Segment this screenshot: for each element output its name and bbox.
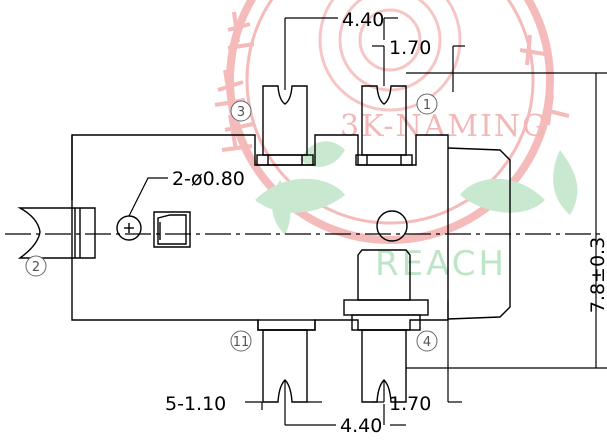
pin-3 [256, 85, 314, 166]
locating-circle [376, 210, 408, 242]
pin-11 [257, 319, 316, 403]
watermark-spiral-ring-3 [358, 8, 422, 72]
dim-bottom-pin-width-right-label: 1.70 [389, 393, 431, 415]
dimension-lines [128, 17, 607, 426]
mounting-hole [116, 215, 142, 241]
dim-hole-label: 2-ø0.80 [172, 168, 245, 190]
watermark: 3K-NAMING REACH [214, 0, 578, 284]
svg-text:4: 4 [423, 335, 431, 350]
svg-text:3: 3 [237, 105, 245, 120]
svg-text:1: 1 [423, 98, 431, 113]
dim-height-label: 7.8±0.3 [587, 237, 607, 313]
pin-number-2: 2 [25, 255, 47, 277]
watermark-seal-inner-ring [245, 0, 535, 225]
dim-top-pin-width-label: 1.70 [389, 37, 431, 59]
watermark-seal-outer-ring [226, 0, 554, 244]
watermark-leaves [255, 141, 578, 235]
svg-text:11: 11 [233, 335, 250, 350]
pin-2-body [17, 207, 96, 259]
pin-number-4: 4 [416, 330, 438, 352]
svg-text:2: 2 [32, 260, 40, 275]
dim-hole-leader [128, 177, 168, 217]
pin-number-11: 11 [230, 330, 252, 352]
watermark-seal-characters [214, 11, 570, 152]
watermark-brand-text: 3K-NAMING [340, 109, 548, 144]
socket-square [153, 211, 191, 248]
pin-number-1: 1 [416, 93, 438, 115]
pin-1 [355, 85, 413, 166]
dim-bottom-pin-width-left-label: 5-1.10 [165, 393, 226, 415]
dim-top-pitch-label: 4.40 [342, 9, 384, 31]
pin-number-3: 3 [230, 100, 252, 122]
watermark-spiral-ring-1 [318, 0, 462, 112]
dim-bottom-pitch-label: 4.40 [340, 415, 382, 437]
